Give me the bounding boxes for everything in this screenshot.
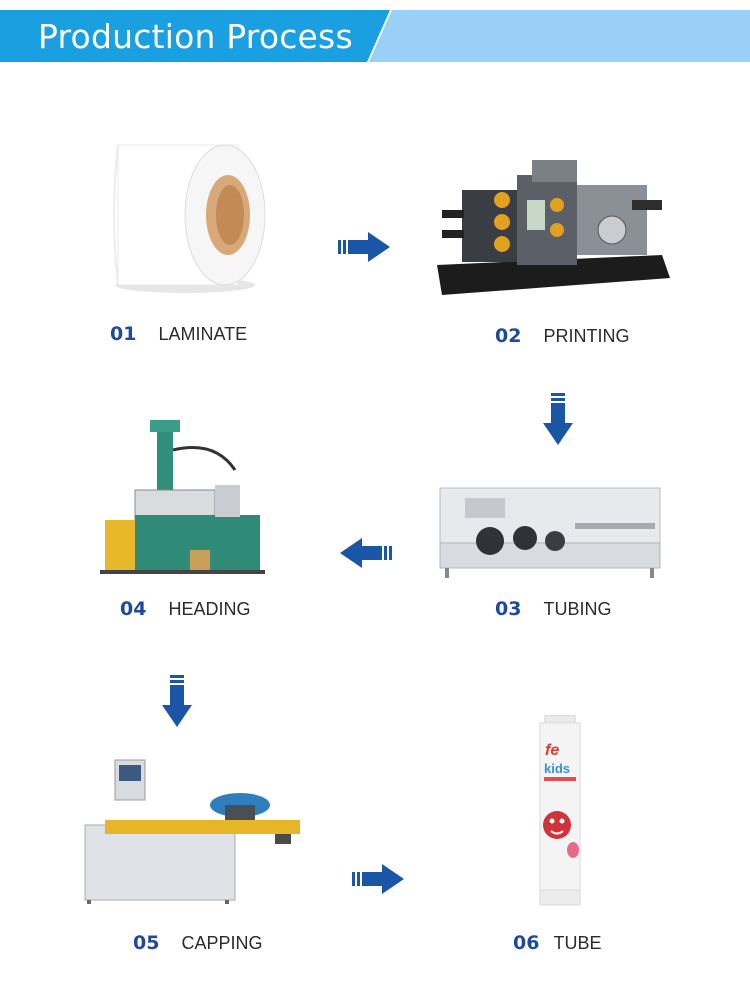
step-name: CAPPING — [181, 933, 263, 953]
step-name: HEADING — [168, 599, 251, 619]
arrow-left-icon — [340, 538, 392, 568]
step-name: TUBE — [553, 933, 602, 953]
step-label-05: 05 CAPPING — [133, 932, 262, 954]
step-label-06: 06 TUBE — [513, 932, 601, 954]
step-number: 06 — [513, 932, 540, 954]
step-number: 01 — [110, 323, 137, 345]
banner-shape — [0, 10, 750, 62]
capping-machine-image — [75, 755, 305, 905]
step-name: TUBING — [543, 599, 612, 619]
tube-brand: fe — [545, 742, 559, 759]
tubing-machine-image — [435, 483, 665, 583]
heading-machine-image — [95, 420, 270, 580]
step-name: PRINTING — [543, 326, 630, 346]
arrow-right-icon — [352, 864, 404, 894]
step-number: 02 — [495, 325, 522, 347]
step-number: 04 — [120, 598, 147, 620]
page-title: Production Process — [38, 17, 353, 56]
step-label-02: 02 PRINTING — [495, 325, 629, 347]
step-name: LAMINATE — [158, 324, 248, 344]
printing-machine-image — [432, 160, 672, 300]
laminate-image — [100, 135, 270, 300]
arrow-down-icon — [162, 675, 192, 727]
step-number: 05 — [133, 932, 160, 954]
step-number: 03 — [495, 598, 522, 620]
step-label-03: 03 TUBING — [495, 598, 611, 620]
arrow-right-icon — [338, 232, 390, 262]
header-banner: Production Process — [0, 10, 750, 62]
tube-image: fe kids — [535, 715, 585, 910]
arrow-down-icon — [543, 393, 573, 445]
step-label-04: 04 HEADING — [120, 598, 250, 620]
tube-kids: kids — [544, 761, 570, 776]
step-label-01: 01 LAMINATE — [110, 323, 247, 345]
